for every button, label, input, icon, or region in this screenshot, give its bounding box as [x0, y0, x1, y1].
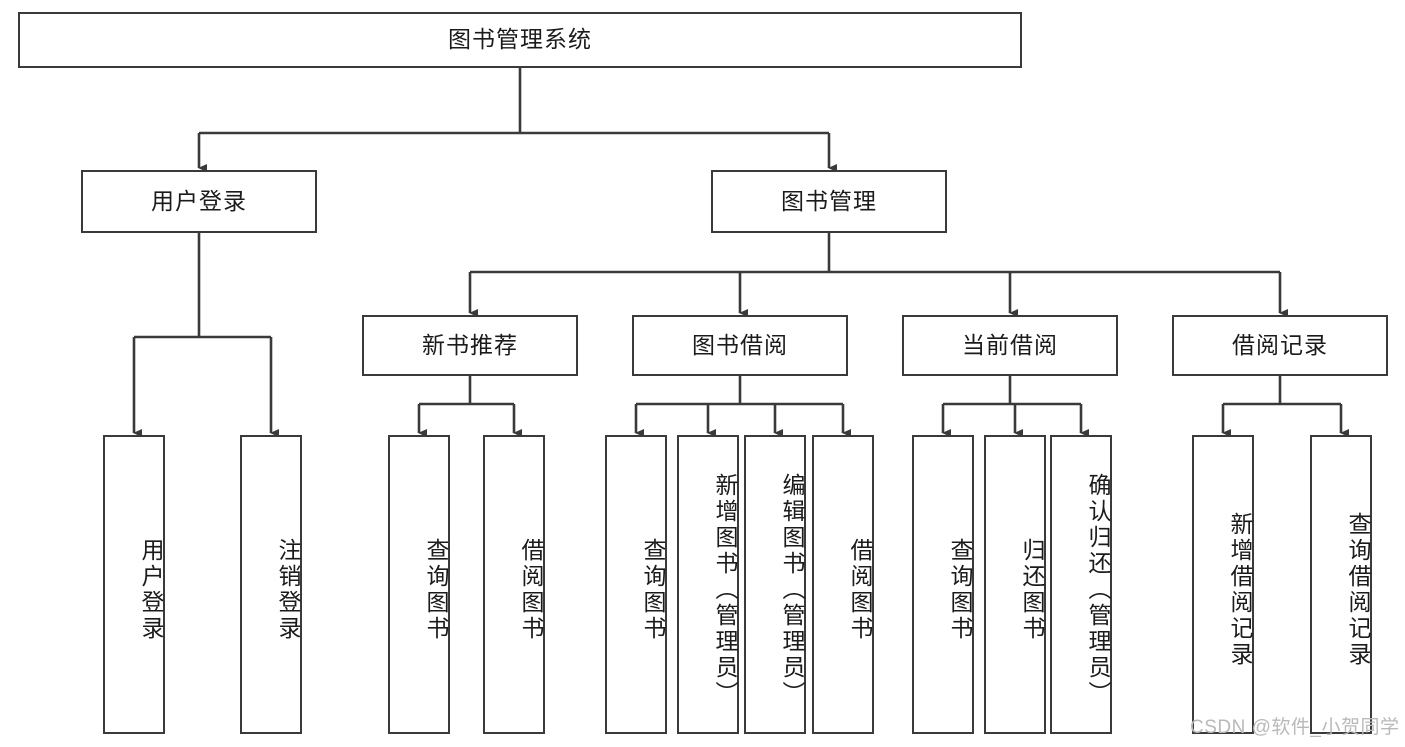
node-book-borrow[interactable]: 图书借阅: [632, 315, 848, 376]
node-label-leaf-user-login: 用户登录: [138, 537, 164, 642]
node-leaf-borrow-book-1[interactable]: 借阅图书: [483, 435, 545, 734]
node-label-leaf-query-book-3: 查询图书: [947, 537, 973, 642]
watermark-text: CSDN @软件_小贺同学: [1190, 717, 1400, 738]
node-label-leaf-borrow-book-2: 借阅图书: [847, 537, 873, 642]
node-leaf-confirm-return[interactable]: 确认归还（管理员）: [1050, 435, 1112, 734]
node-leaf-return-book[interactable]: 归还图书: [984, 435, 1046, 734]
node-user-login[interactable]: 用户登录: [81, 170, 317, 233]
node-leaf-query-book-2[interactable]: 查询图书: [605, 435, 667, 734]
node-label-user-login: 用户登录: [151, 187, 247, 214]
node-label-new-book-recommend: 新书推荐: [422, 331, 518, 358]
node-label-leaf-edit-book: 编辑图书（管理员）: [779, 472, 805, 707]
node-label-leaf-add-book: 新增图书（管理员）: [712, 472, 738, 707]
node-label-leaf-confirm-return: 确认归还（管理员）: [1085, 472, 1111, 707]
node-root[interactable]: 图书管理系统: [18, 12, 1022, 68]
node-leaf-user-logout[interactable]: 注销登录: [240, 435, 302, 734]
node-leaf-add-record[interactable]: 新增借阅记录: [1192, 435, 1254, 734]
node-leaf-query-book-1[interactable]: 查询图书: [388, 435, 450, 734]
node-current-borrow[interactable]: 当前借阅: [902, 315, 1118, 376]
node-leaf-borrow-book-2[interactable]: 借阅图书: [812, 435, 874, 734]
node-label-leaf-add-record: 新增借阅记录: [1227, 511, 1253, 668]
node-label-book-manage: 图书管理: [781, 187, 877, 214]
node-label-borrow-record: 借阅记录: [1232, 331, 1328, 358]
node-leaf-edit-book[interactable]: 编辑图书（管理员）: [744, 435, 806, 734]
node-label-leaf-return-book: 归还图书: [1019, 537, 1045, 642]
node-leaf-add-book[interactable]: 新增图书（管理员）: [677, 435, 739, 734]
node-label-leaf-borrow-book-1: 借阅图书: [518, 537, 544, 642]
node-label-leaf-query-record: 查询借阅记录: [1345, 511, 1371, 668]
node-label-current-borrow: 当前借阅: [962, 331, 1058, 358]
node-label-leaf-user-logout: 注销登录: [275, 537, 301, 642]
node-book-manage[interactable]: 图书管理: [711, 170, 947, 233]
node-label-book-borrow: 图书借阅: [692, 331, 788, 358]
node-label-leaf-query-book-2: 查询图书: [640, 537, 666, 642]
node-leaf-query-book-3[interactable]: 查询图书: [912, 435, 974, 734]
node-label-root: 图书管理系统: [448, 26, 592, 53]
node-new-book-recommend[interactable]: 新书推荐: [362, 315, 578, 376]
node-label-leaf-query-book-1: 查询图书: [423, 537, 449, 642]
node-borrow-record[interactable]: 借阅记录: [1172, 315, 1388, 376]
node-leaf-query-record[interactable]: 查询借阅记录: [1310, 435, 1372, 734]
node-leaf-user-login[interactable]: 用户登录: [103, 435, 165, 734]
